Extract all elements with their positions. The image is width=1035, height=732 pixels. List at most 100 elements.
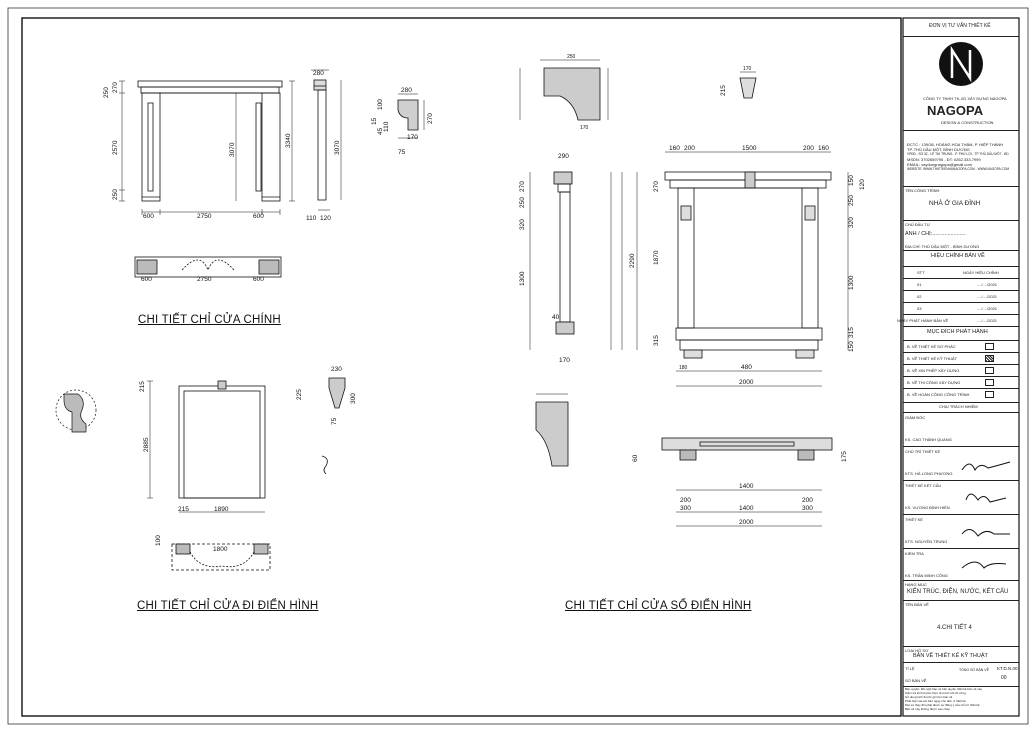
title-block: ĐƠN VỊ TƯ VẤN THIẾT KẾ CÔNG TY TNHH TK-X… [897,18,1019,716]
dim-win-top-b: 200 [684,145,695,152]
dim-prof-270: 270 [427,113,434,124]
rev-no-3: 03 [917,306,922,311]
dim-door-sec-230: 230 [331,366,342,373]
rev-date-2: ..../..../2021 [977,294,998,299]
dim-win-r1: 150 [848,175,855,186]
dim-win-r5: 1300 [848,275,855,290]
window-plan [661,437,833,461]
dim-win-plan-300b: 300 [802,505,813,512]
dim-cap-170: 170 [580,125,589,131]
dim-door-sec-75: 75 [331,417,338,425]
scale-label: TỈ LỆ [905,666,915,671]
company-name-small: CÔNG TY TNHH TK-XD XÂY DỰNG NAGOPA [923,96,1007,101]
address-line-6: WEBSITE: WWW.THIETKENHANAGOPA.COM - WWW.… [907,167,1010,171]
note-2: Kiểm tra kích thước thực tế trước khi th… [905,691,966,695]
dim-main-h3: 250 [112,189,119,200]
dim-plan-2750: 2750 [197,276,212,283]
dim-key-215: 215 [720,85,727,96]
door-cap-section [321,377,346,475]
door-molding-profile [55,389,97,433]
dim-door-sec-300: 300 [350,393,357,404]
rev-date-3: ..../..../2021 [977,306,998,311]
window-plan-dims [676,489,822,527]
purpose-4-checkbox[interactable] [985,379,994,386]
role-4: THIẾT KẾ [905,517,923,522]
title-typical-door: CHI TIẾT CHỈ CỬA ĐI ĐIỂN HÌNH [137,600,319,612]
note-6: Bản vẽ này không được sao chép [905,707,951,711]
dim-win-sec-270: 270 [519,181,526,192]
dim-win-plan-300a: 300 [680,505,691,512]
keystone-detail [739,71,757,99]
revision-header: HIỆU CHỈNH BẢN VẼ [931,253,985,259]
dim-win-h7: 1870 [653,250,660,265]
dim-prof-170: 170 [407,134,418,141]
purpose-3: B. VẼ XIN PHÉP XÂY DỰNG [907,368,960,373]
title-main-door: CHI TIẾT CHỈ CỬA CHÍNH [138,314,281,326]
dim-win-h5: 315 [653,335,660,346]
purpose-2-checkbox-checked[interactable] [985,355,994,362]
dim-win-plan-60: 60 [632,454,639,462]
purpose-5: B. VẼ HOÀN CÔNG CÔNG TRÌNH [907,392,970,397]
outer-border [7,7,1029,725]
dim-win-h1: 270 [653,181,660,192]
dim-prof-75: 75 [398,149,406,156]
company-header: ĐƠN VỊ TƯ VẤN THIẾT KẾ [929,23,991,29]
role-3: THIẾT KẾ KẾT CẤU [905,483,942,488]
address-line-4: MSDN: 3702659795 - ĐT: 0262.333.7999 [907,157,981,162]
rev-col-2: NGÀY HIỆU CHỈNH [963,270,999,275]
dim-win-plan-2000: 2000 [739,519,754,526]
dim-win-plan-1400b: 1400 [739,505,754,512]
dim-win-290: 290 [558,153,569,160]
role-3-name: KS. VƯƠNG ĐÌNH HIỀN [905,505,950,510]
purpose-5-checkbox[interactable] [985,391,994,398]
role-4-name: KTS. NGUYỄN TRUNG [905,539,948,544]
purpose-4: B. VẼ THI CÔNG XÂY DỰNG [907,380,961,385]
dim-main-h2: 2570 [112,140,119,155]
dim-win-top-e: 160 [818,145,829,152]
drawing-name: 4.CHI TIẾT 4 [937,625,972,631]
nagopa-logo [939,42,983,86]
investor-value: ANH / CHỊ:...................... [905,231,966,237]
dim-win-r7: 150 [848,341,855,352]
dim-win-r3: 250 [848,195,855,206]
window-elevation [664,171,832,359]
window-dims [621,151,849,387]
role-2-name: KTS. HÀ LONG PHƯƠNG [905,471,953,476]
dim-win-plan-175: 175 [841,451,848,462]
dim-door-plan-100: 100 [155,535,162,546]
dim-cap-250: 250 [567,54,576,60]
purpose-1: B. VẼ THIẾT KẾ SƠ PHÁC [907,344,956,349]
responsible-header: CHỊU TRÁCH NHIỆM [939,404,978,409]
typical-door-dims [147,380,265,513]
rev-no-1: 01 [917,282,922,287]
main-door-dims [119,80,295,215]
note-3: Sử dụng kích thước ghi trên bản vẽ [905,695,953,699]
project-label: TÊN CÔNG TRÌNH [905,188,940,193]
dim-main-sec-b1: 110 [306,215,317,222]
dim-win-top-d: 200 [803,145,814,152]
role-5: KIỂM TRA [905,551,924,556]
dim-prof-110: 110 [383,121,390,132]
dim-prof-100: 100 [377,99,384,110]
dim-win-top-c: 1500 [742,145,757,152]
sheet-no-label: SỐ BẢN VẼ [905,678,927,683]
role-5-name: KS. TRẦN MINH CÔNG [905,573,948,578]
title-typical-window: CHI TIẾT CHỈ CỬA SỔ ĐIỂN HÌNH [565,600,752,612]
dim-plan-600b: 600 [253,276,264,283]
dim-main-width: 2750 [197,213,212,220]
role-1-name: KS. CAO THÀNH QUANG [905,437,952,442]
typical-door-elevation [178,380,266,499]
purpose-1-checkbox[interactable] [985,343,994,350]
dim-win-plan-200a: 200 [680,497,691,504]
dim-win-40: 40 [552,314,560,321]
purpose-3-checkbox[interactable] [985,367,994,374]
main-profile-detail [397,93,425,139]
drawing-name-label: TÊN BẢN VẼ [905,602,929,607]
dim-door-side: 215 [178,506,189,513]
window-sill-profile [535,393,569,467]
dim-win-sec-250: 250 [519,197,526,208]
dim-win-480: 480 [741,364,752,371]
dim-win-sec-1300: 1300 [519,271,526,286]
